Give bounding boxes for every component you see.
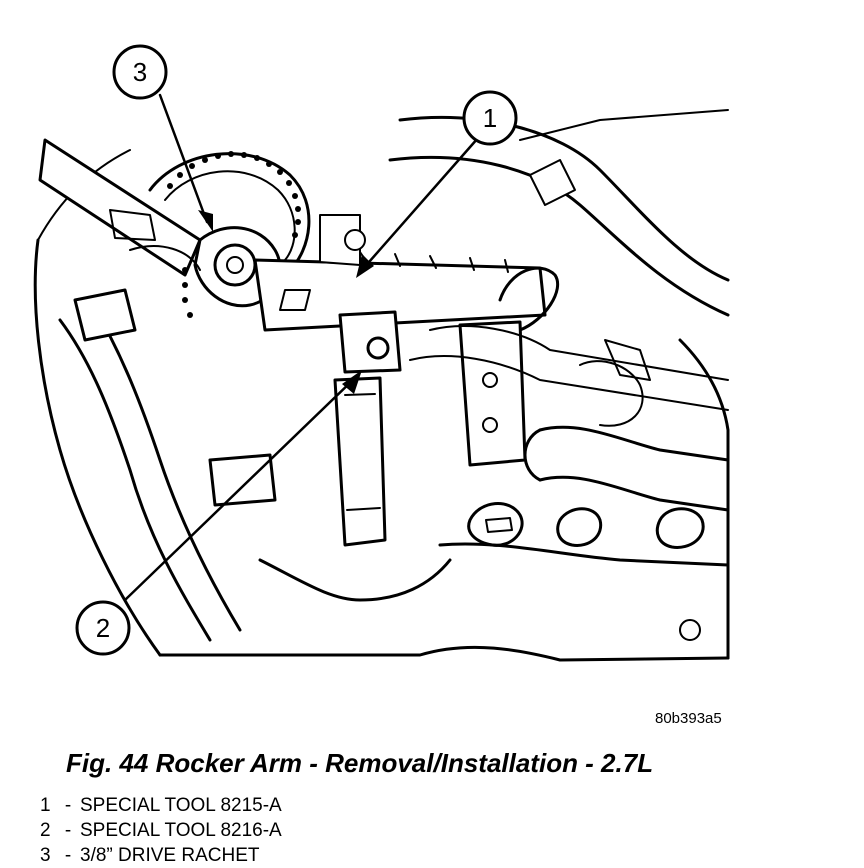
legend-item: 2-SPECIAL TOOL 8216-A — [40, 818, 282, 843]
legend-item-number: 3 — [40, 845, 51, 866]
legend-item-label: SPECIAL TOOL 8215-A — [80, 795, 282, 816]
callout-2: 2 — [75, 600, 131, 656]
arrowhead-1 — [356, 254, 374, 278]
cam-sprocket-drawing — [148, 151, 311, 318]
legend-dash: - — [64, 820, 72, 841]
legend-item: 3-3/8” DRIVE RACHET — [40, 843, 282, 868]
figure-caption: Fig. 44 Rocker Arm - Removal/Installatio… — [66, 748, 654, 778]
leader-lines — [123, 93, 480, 602]
head-bolts-drawing — [258, 502, 730, 641]
callout-1-number: 1 — [483, 103, 497, 133]
legend-item-label: SPECIAL TOOL 8216-A — [80, 820, 282, 841]
leader-arrowheads — [198, 210, 374, 394]
leader-line-3 — [158, 93, 209, 224]
callout-legend: 1-SPECIAL TOOL 8215-A 2-SPECIAL TOOL 821… — [40, 793, 282, 868]
callout-1: 1 — [462, 90, 518, 146]
callout-3: 3 — [112, 44, 168, 100]
image-code: 80b393a5 — [655, 710, 722, 727]
legend-dash: - — [64, 845, 72, 866]
hose-drawing — [388, 109, 730, 381]
arrowhead-2 — [342, 370, 362, 394]
arrowhead-3 — [198, 210, 213, 232]
legend-item-label: 3/8” DRIVE RACHET — [80, 845, 260, 866]
special-tool-8215a-drawing — [253, 214, 560, 467]
legend-item: 1-SPECIAL TOOL 8215-A — [40, 793, 282, 818]
leader-line-2 — [123, 376, 357, 602]
rocker-arm-illustration: 3 1 2 — [33, 44, 730, 662]
callout-2-number: 2 — [96, 613, 110, 643]
wiring-harness-drawing — [58, 209, 277, 642]
callout-3-number: 3 — [133, 57, 147, 87]
special-tool-8216a-drawing — [333, 310, 402, 547]
camshaft-drawing — [409, 325, 730, 512]
legend-item-number: 2 — [40, 820, 51, 841]
leader-line-1 — [360, 136, 480, 272]
legend-dash: - — [64, 795, 72, 816]
drive-ratchet-drawing — [38, 138, 282, 308]
legend-item-number: 1 — [40, 795, 51, 816]
